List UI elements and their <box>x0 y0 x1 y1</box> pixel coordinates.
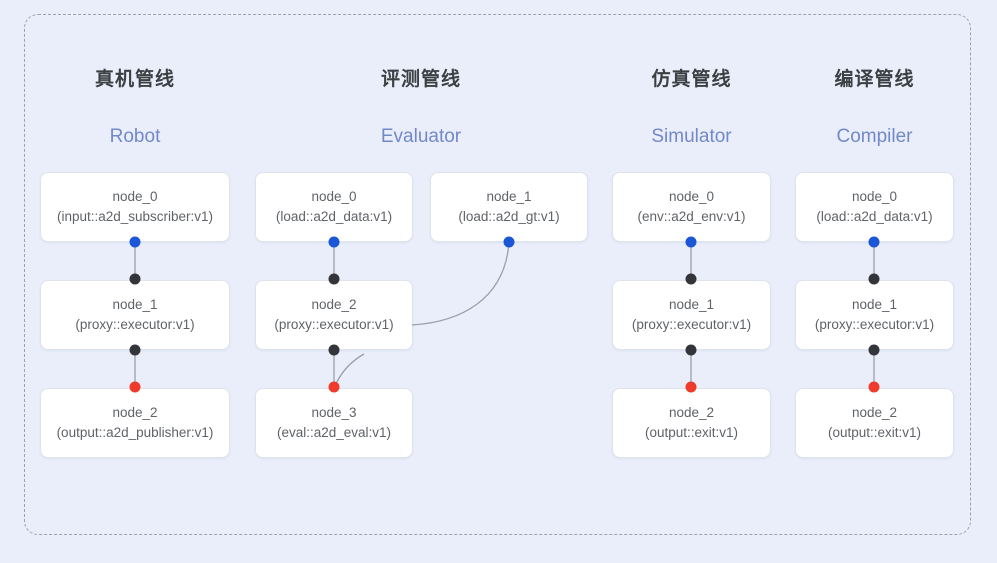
node-title: node_1 <box>851 297 898 312</box>
port-output-icon[interactable] <box>503 236 515 248</box>
port-input-icon[interactable] <box>129 381 141 393</box>
node-spec: (output::a2d_publisher:v1) <box>56 425 214 440</box>
port-input-icon[interactable] <box>685 273 697 285</box>
node-robot-2[interactable]: node_2 (output::a2d_publisher:v1) <box>40 388 230 458</box>
port-output-icon[interactable] <box>129 236 141 248</box>
node-title: node_0 <box>311 189 357 204</box>
node-robot-0[interactable]: node_0 (input::a2d_subscriber:v1) <box>40 172 230 242</box>
port-output-icon[interactable] <box>685 344 697 356</box>
node-spec: (output::exit:v1) <box>827 425 922 440</box>
node-spec: (eval::a2d_eval:v1) <box>276 425 392 440</box>
node-title: node_0 <box>851 189 898 204</box>
port-input-icon[interactable] <box>129 273 141 285</box>
node-evaluator-3[interactable]: node_3 (eval::a2d_eval:v1) <box>255 388 413 458</box>
port-input-icon[interactable] <box>685 381 697 393</box>
column-header-en-compiler: Compiler <box>836 126 913 147</box>
column-header-cn-evaluator: 评测管线 <box>380 69 461 90</box>
node-title: node_1 <box>668 297 715 312</box>
node-evaluator-0[interactable]: node_0 (load::a2d_data:v1) <box>255 172 413 242</box>
node-title: node_2 <box>112 405 158 420</box>
port-input-icon[interactable] <box>868 381 880 393</box>
node-spec: (input::a2d_subscriber:v1) <box>56 209 214 224</box>
node-spec: (proxy::executor:v1) <box>631 317 752 332</box>
node-compiler-1[interactable]: node_1 (proxy::executor:v1) <box>795 280 954 350</box>
column-header-en-robot: Robot <box>109 126 161 147</box>
node-title: node_1 <box>112 297 158 312</box>
port-output-icon[interactable] <box>129 344 141 356</box>
node-spec: (proxy::executor:v1) <box>75 317 195 332</box>
port-output-icon[interactable] <box>868 236 880 248</box>
port-output-icon[interactable] <box>685 236 697 248</box>
node-spec: (proxy::executor:v1) <box>274 317 394 332</box>
node-spec: (output::exit:v1) <box>644 425 739 440</box>
column-header-cn-robot: 真机管线 <box>94 69 175 90</box>
node-spec: (load::a2d_gt:v1) <box>458 209 560 224</box>
node-title: node_2 <box>668 405 715 420</box>
node-spec: (proxy::executor:v1) <box>814 317 935 332</box>
column-header-cn-compiler: 编译管线 <box>834 69 915 90</box>
node-simulator-1[interactable]: node_1 (proxy::executor:v1) <box>612 280 771 350</box>
node-evaluator-2[interactable]: node_2 (proxy::executor:v1) <box>255 280 413 350</box>
port-input-icon[interactable] <box>328 273 340 285</box>
node-title: node_2 <box>311 297 357 312</box>
node-compiler-0[interactable]: node_0 (load::a2d_data:v1) <box>795 172 954 242</box>
node-compiler-2[interactable]: node_2 (output::exit:v1) <box>795 388 954 458</box>
node-spec: (env::a2d_env:v1) <box>637 209 746 224</box>
node-title: node_0 <box>668 189 715 204</box>
node-evaluator-gt[interactable]: node_1 (load::a2d_gt:v1) <box>430 172 588 242</box>
node-spec: (load::a2d_data:v1) <box>275 209 393 224</box>
pipeline-panel <box>24 14 971 535</box>
node-title: node_1 <box>486 189 532 204</box>
port-output-icon[interactable] <box>328 236 340 248</box>
port-input-icon[interactable] <box>868 273 880 285</box>
port-output-icon[interactable] <box>328 344 340 356</box>
port-output-icon[interactable] <box>868 344 880 356</box>
node-title: node_0 <box>112 189 158 204</box>
column-header-cn-simulator: 仿真管线 <box>651 69 732 90</box>
node-robot-1[interactable]: node_1 (proxy::executor:v1) <box>40 280 230 350</box>
port-input-icon[interactable] <box>328 381 340 393</box>
node-title: node_3 <box>311 405 357 420</box>
column-header-en-simulator: Simulator <box>651 126 732 147</box>
node-simulator-2[interactable]: node_2 (output::exit:v1) <box>612 388 771 458</box>
node-simulator-0[interactable]: node_0 (env::a2d_env:v1) <box>612 172 771 242</box>
column-header-en-evaluator: Evaluator <box>380 126 462 147</box>
node-spec: (load::a2d_data:v1) <box>816 209 933 224</box>
node-title: node_2 <box>851 405 898 420</box>
